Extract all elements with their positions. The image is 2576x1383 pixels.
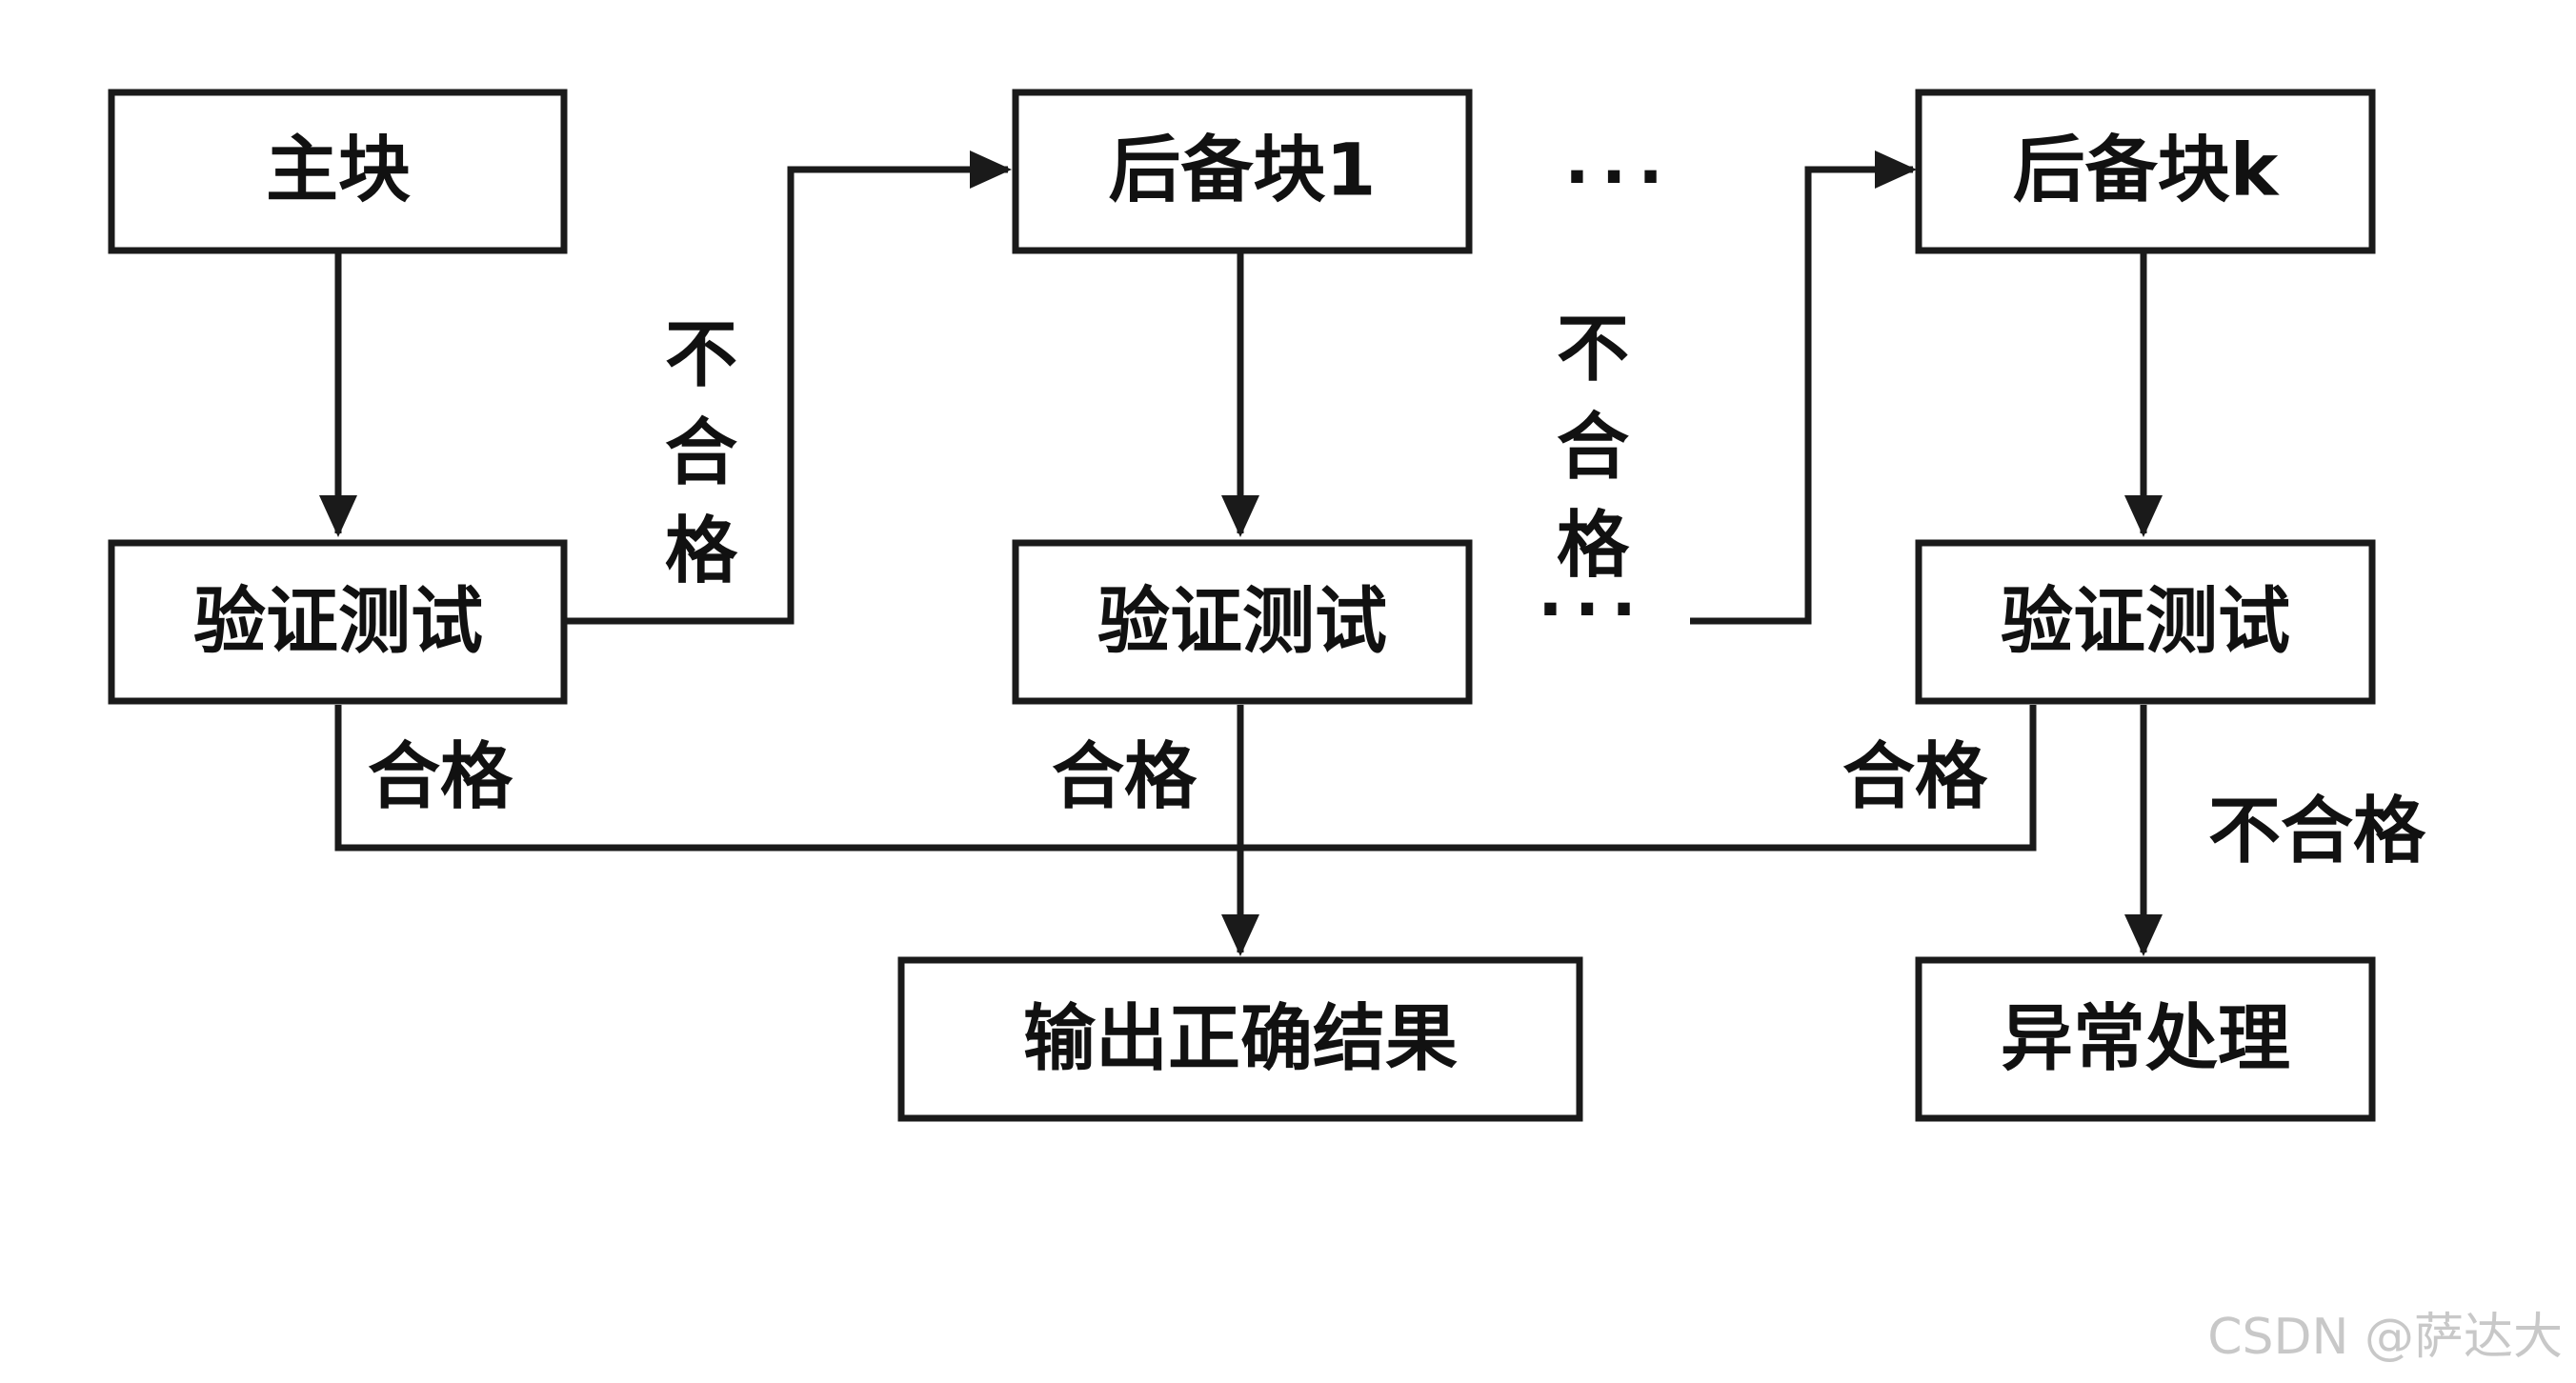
node-backup-block-k-box bbox=[1915, 89, 2376, 254]
node-backup-block-k: 后备块k bbox=[1915, 89, 2376, 254]
label-fail-1: 不 合 格 bbox=[665, 312, 738, 593]
node-output-correct-result-box bbox=[897, 956, 1583, 1122]
ellipsis-middle: ··· bbox=[1538, 571, 1648, 649]
node-main-block: 主块 bbox=[108, 89, 568, 254]
label-fail-3: 不合格 bbox=[2208, 789, 2426, 873]
label-fail-1-char-2: 合 bbox=[665, 411, 737, 495]
edges bbox=[319, 150, 2163, 956]
watermark: CSDN @萨达大 bbox=[2207, 1309, 2563, 1366]
node-main-block-label: 主块 bbox=[266, 128, 411, 212]
node-exception-handling-label: 异常处理 bbox=[2001, 996, 2290, 1081]
label-fail-2-char-1: 不 bbox=[1557, 307, 1629, 391]
label-pass-1: 合格 bbox=[368, 734, 513, 819]
label-pass-3: 合格 bbox=[1842, 734, 1988, 819]
edge-ellipsis-fail-to-backup-k bbox=[1690, 150, 1917, 625]
node-verify-test-2: 验证测试 bbox=[1012, 539, 1473, 705]
label-fail-2: 不 合 格 bbox=[1557, 307, 1630, 588]
node-verify-test-3-label: 验证测试 bbox=[2001, 579, 2290, 664]
node-verify-test-3: 验证测试 bbox=[1915, 539, 2376, 705]
node-backup-block-1-box bbox=[1012, 89, 1473, 254]
label-pass-2: 合格 bbox=[1052, 734, 1197, 819]
node-output-correct-result: 输出正确结果 bbox=[897, 956, 1583, 1122]
node-backup-block-k-label: 后备块k bbox=[2013, 128, 2280, 212]
node-backup-block-1: 后备块1 bbox=[1012, 89, 1473, 254]
node-main-block-box bbox=[108, 89, 568, 254]
edge-verify-1-pass-bus bbox=[334, 705, 2037, 852]
node-verify-test-3-box bbox=[1915, 539, 2376, 705]
node-verify-test-1-label: 验证测试 bbox=[193, 579, 483, 664]
node-backup-block-1-label: 后备块1 bbox=[1109, 128, 1377, 212]
label-fail-2-char-2: 合 bbox=[1557, 405, 1629, 490]
node-verify-test-1-box bbox=[108, 539, 568, 705]
node-exception-handling-box bbox=[1915, 956, 2376, 1122]
node-verify-test-2-box bbox=[1012, 539, 1473, 705]
node-verify-test-1: 验证测试 bbox=[108, 539, 568, 705]
node-verify-test-2-label: 验证测试 bbox=[1097, 579, 1387, 664]
label-fail-1-char-3: 格 bbox=[665, 509, 738, 593]
edge-verify-1-fail-to-backup-1 bbox=[562, 150, 1012, 625]
node-exception-handling: 异常处理 bbox=[1915, 956, 2376, 1122]
label-fail-2-char-3: 格 bbox=[1557, 503, 1630, 588]
ellipsis-top: ··· bbox=[1564, 138, 1675, 216]
node-output-correct-result-label: 输出正确结果 bbox=[1023, 996, 1458, 1081]
label-fail-1-char-1: 不 bbox=[665, 312, 737, 397]
